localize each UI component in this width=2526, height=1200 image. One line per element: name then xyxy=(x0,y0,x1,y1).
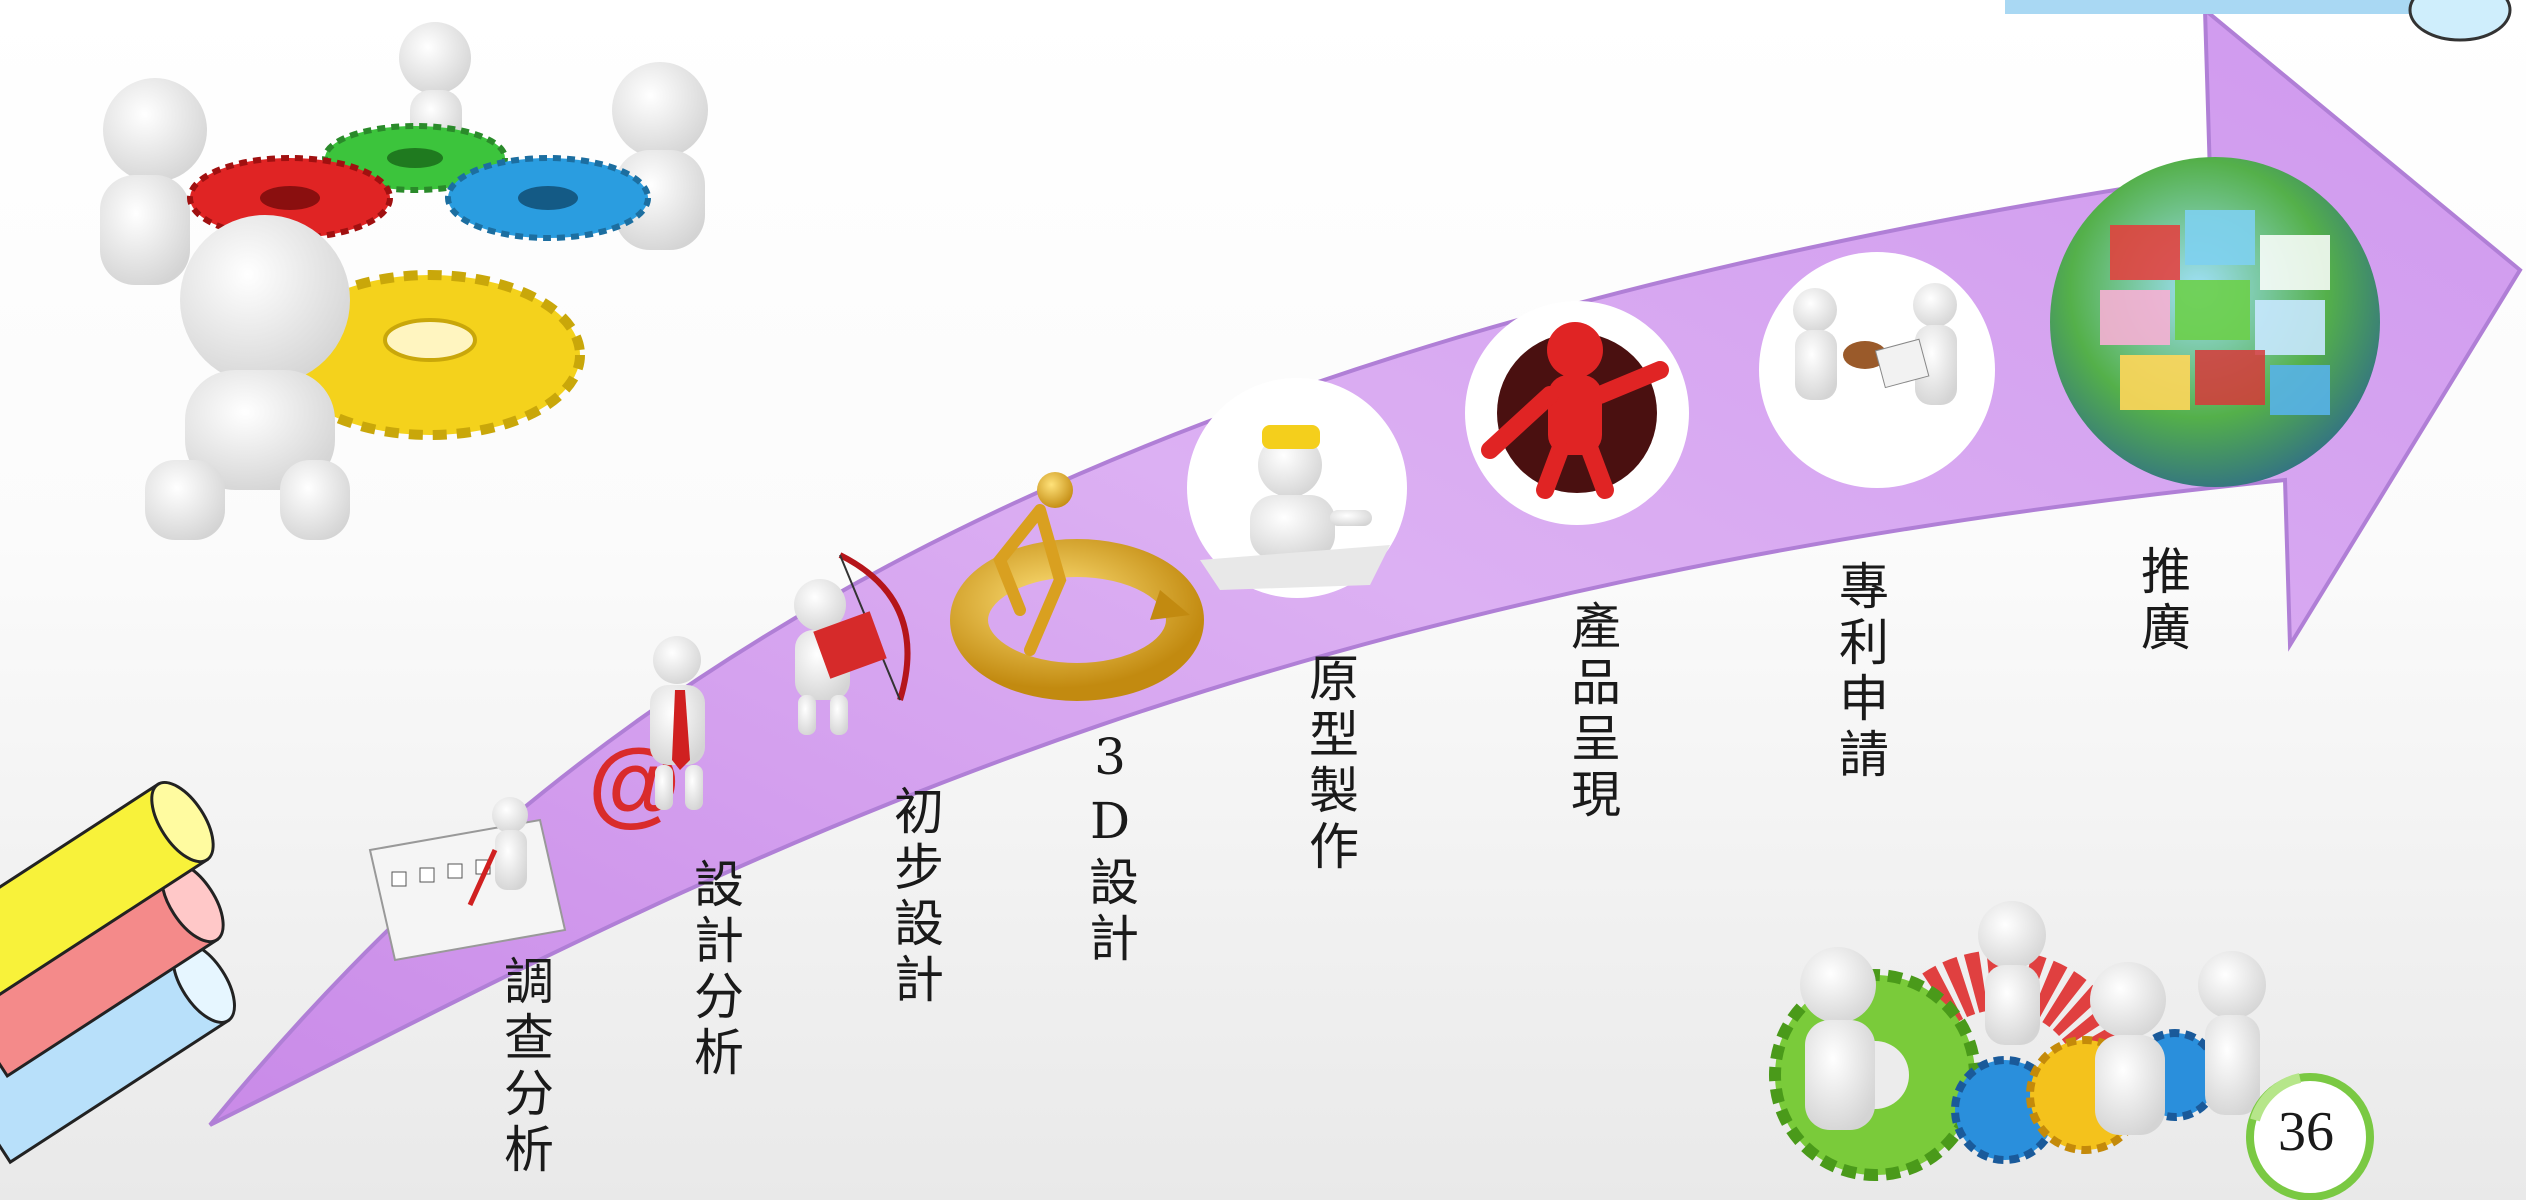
step-label-5: 原型製作 xyxy=(1301,652,1359,876)
step-label-7: 專利申請 xyxy=(1831,560,1889,784)
golden-figure-circle-icon xyxy=(950,472,1204,701)
step-label-4: 3D設計 xyxy=(1081,728,1139,968)
step-label-3: 初步設計 xyxy=(886,785,944,1009)
team-gears-illustration xyxy=(100,22,708,540)
step-label-6: 產品呈現 xyxy=(1563,600,1621,824)
corner-ribbon xyxy=(2005,0,2425,14)
step-label-8: 推廣 xyxy=(2133,545,2191,657)
red-figure-breakout-icon xyxy=(1465,301,1689,525)
corner-tube-end xyxy=(2408,0,2512,42)
page-number-badge xyxy=(2246,1073,2374,1200)
step-label-2: 設計分析 xyxy=(686,858,744,1082)
gear-team-illustration xyxy=(1769,901,2266,1181)
stamping-figures-icon xyxy=(1759,252,1995,488)
hardhat-figure-icon xyxy=(1187,378,1407,598)
email-figure-icon: @ xyxy=(588,636,705,836)
step-label-1: 調查分析 xyxy=(496,955,554,1179)
image-collage-globe-icon xyxy=(2050,157,2380,487)
checklist-figure-icon xyxy=(368,797,567,962)
page-number: 36 xyxy=(2278,1101,2334,1163)
colored-tubes xyxy=(0,780,236,1165)
archer-figure-icon xyxy=(794,552,911,735)
